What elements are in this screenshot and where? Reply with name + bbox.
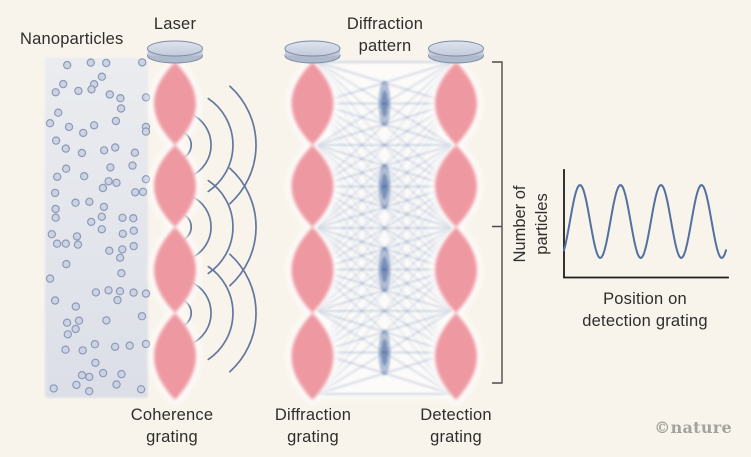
laser-lens-icon-detection [428, 40, 484, 64]
chart-axes [563, 169, 729, 279]
laser-label: Laser [153, 15, 197, 33]
fringe-curve [563, 184, 727, 259]
diffraction-grating-label: Diffraction grating [274, 406, 352, 446]
nanoparticles-label: Nanoparticles [20, 30, 124, 48]
talbot-carpet-pattern [316, 61, 453, 395]
chart-x-axis-label: Position on detection grating [582, 290, 708, 330]
diffraction-grating-beam [291, 62, 334, 400]
laser-lenses [147, 40, 484, 64]
detection-grating-beam [435, 62, 477, 400]
diffraction-pattern-label: Diffraction pattern [346, 15, 424, 55]
laser-lens-icon-coherence [147, 40, 203, 64]
nature-watermark: ©nature [654, 418, 732, 437]
light-gratings [150, 56, 481, 406]
detection-grating-label: Detection grating [420, 406, 492, 446]
nanoparticle-dots [45, 58, 151, 396]
coherence-grating-label: Coherence grating [130, 406, 214, 446]
chart-y-axis-label: Number of particles [511, 185, 551, 263]
nanoparticle-band [45, 58, 148, 398]
coherence-grating-beam [154, 62, 196, 400]
laser-lens-icon-diffraction [284, 40, 341, 64]
extent-bracket [492, 61, 503, 384]
